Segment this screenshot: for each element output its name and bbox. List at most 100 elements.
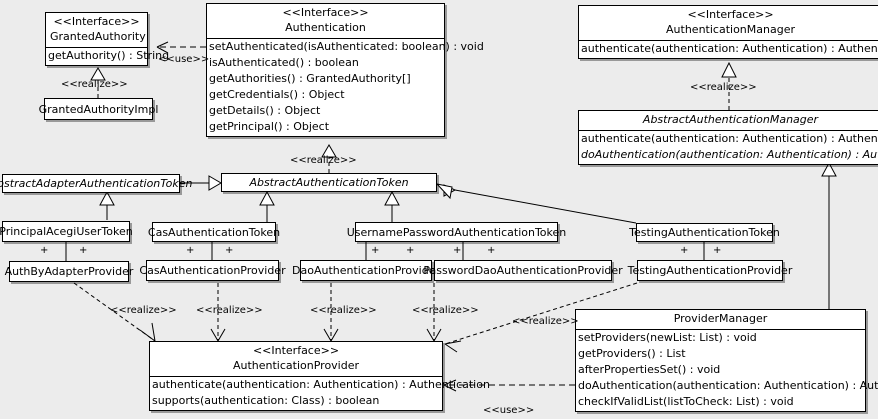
class-name: GrantedAuthorityImpl bbox=[38, 102, 159, 116]
edge-generalization-testingauthenticationtoken bbox=[435, 183, 637, 224]
class-box-abstract-authentication-manager[interactable]: AbstractAuthenticationManager authentica… bbox=[578, 110, 878, 165]
class-box-provider-manager[interactable]: ProviderManager setProviders(newList: Li… bbox=[575, 309, 878, 412]
edge-label-realize-provider-3: <<realize>> bbox=[310, 305, 377, 316]
class-box-authentication-manager[interactable]: <<Interface>> AuthenticationManager auth… bbox=[578, 5, 878, 59]
class-method: getAuthorities() : GrantedAuthority[] bbox=[209, 72, 411, 85]
class-header: <<Interface>> AuthenticationManager bbox=[579, 6, 878, 40]
class-divider bbox=[150, 376, 442, 377]
class-method: getProviders() : List bbox=[578, 347, 686, 360]
class-methods: getAuthority() : String bbox=[46, 48, 170, 65]
edge-generalization-casauthenticationtoken bbox=[259, 190, 275, 222]
edge-label-realize-provider-4: <<realize>> bbox=[412, 305, 479, 316]
class-box-password-dao-authentication-provider[interactable]: PasswordDaoAuthenticationProvider bbox=[423, 260, 623, 281]
class-box-testing-authentication-provider[interactable]: TestingAuthenticationProvider bbox=[628, 260, 792, 281]
class-method: getAuthority() : String bbox=[48, 49, 170, 62]
class-name: AuthenticationManager bbox=[666, 23, 795, 36]
class-methods: authenticate(authentication: Authenticat… bbox=[579, 131, 878, 164]
class-method: authenticate(authentication: Authenticat… bbox=[581, 42, 878, 55]
association-plus-marker: + bbox=[371, 245, 380, 256]
class-stereotype: <<Interface>> bbox=[53, 15, 140, 28]
class-divider bbox=[576, 329, 865, 330]
class-name: AbstractAdapterAuthenticationToken bbox=[0, 177, 193, 190]
class-method: getPrincipal() : Object bbox=[209, 120, 330, 133]
edge-label-realize-provider-5: <<realize>> bbox=[512, 316, 579, 327]
edge-label-use-provider-manager: <<use>> bbox=[483, 405, 535, 416]
class-method: getDetails() : Object bbox=[209, 104, 321, 117]
class-box-granted-authority-impl[interactable]: GrantedAuthorityImpl bbox=[39, 98, 158, 120]
class-method: authenticate(authentication: Authenticat… bbox=[581, 132, 878, 145]
class-name: AbstractAuthenticationManager bbox=[642, 113, 819, 126]
association-plus-marker: + bbox=[40, 245, 49, 256]
class-name: TestingAuthenticationToken bbox=[629, 226, 780, 239]
class-name: ProviderManager bbox=[673, 312, 768, 325]
edge-generalization-principalacegiusertoken bbox=[99, 190, 115, 220]
class-header: AbstractAuthenticationManager bbox=[579, 111, 878, 130]
edge-label-realize-abstract-auth-manager: <<realize>> bbox=[690, 82, 757, 93]
edge-label-realize-provider-1: <<realize>> bbox=[110, 305, 177, 316]
class-box-username-password-authentication-token[interactable]: UsernamePasswordAuthenticationToken bbox=[347, 222, 566, 242]
class-box-cas-authentication-token[interactable]: CasAuthenticationToken bbox=[148, 222, 280, 242]
class-box-principal-acegi-user-token[interactable]: PrincipalAcegiUserToken bbox=[0, 221, 133, 242]
association-plus-marker: + bbox=[186, 245, 195, 256]
class-box-cas-authentication-provider[interactable]: CasAuthenticationProvider bbox=[139, 260, 286, 281]
class-box-dao-authentication-provider[interactable]: DaoAuthenticationProvider bbox=[292, 260, 440, 281]
class-method: authenticate(authentication: Authenticat… bbox=[152, 378, 490, 391]
class-name: UsernamePasswordAuthenticationToken bbox=[346, 225, 567, 239]
class-method: setAuthenticated(isAuthenticated: boolea… bbox=[209, 40, 484, 53]
class-header: ProviderManager bbox=[576, 310, 865, 329]
class-method: afterPropertiesSet() : void bbox=[578, 363, 721, 376]
association-plus-marker: + bbox=[680, 245, 689, 256]
class-method: doAuthentication(authentication: Authent… bbox=[581, 148, 878, 161]
association-plus-marker: + bbox=[713, 245, 722, 256]
class-name: TestingAuthenticationProvider bbox=[627, 264, 793, 277]
class-header: <<Interface>> AuthenticationProvider bbox=[150, 342, 442, 376]
class-name: GrantedAuthority bbox=[50, 30, 146, 43]
class-method: getCredentials() : Object bbox=[209, 88, 345, 101]
class-name: AuthByAdapterProvider bbox=[4, 265, 134, 278]
class-divider bbox=[579, 130, 878, 131]
edge-label-realize-granted-authority: <<realize>> bbox=[61, 79, 128, 90]
edge-label-realize-provider-2: <<realize>> bbox=[196, 305, 263, 316]
class-method: setProviders(newList: List) : void bbox=[578, 331, 757, 344]
edge-generalization-providermanager bbox=[821, 161, 837, 309]
class-divider bbox=[46, 47, 147, 48]
edge-label-realize-abstract-auth-token: <<realize>> bbox=[290, 155, 357, 166]
association-plus-marker: + bbox=[406, 245, 415, 256]
edge-label-use-granted-authority: <<use>> bbox=[158, 54, 210, 65]
class-divider bbox=[579, 40, 878, 41]
class-name: AbstractAuthenticationToken bbox=[249, 176, 409, 189]
class-stereotype: <<Interface>> bbox=[687, 8, 774, 21]
class-divider bbox=[207, 38, 444, 39]
association-plus-marker: + bbox=[487, 245, 496, 256]
class-name: CasAuthenticationToken bbox=[147, 225, 281, 239]
class-name: AuthenticationProvider bbox=[232, 359, 360, 372]
class-name: PasswordDaoAuthenticationProvider bbox=[423, 264, 623, 277]
association-plus-marker: + bbox=[225, 245, 234, 256]
association-plus-marker: + bbox=[79, 245, 88, 256]
class-box-authentication[interactable]: <<Interface>> Authentication setAuthenti… bbox=[206, 3, 484, 137]
class-method: isAuthenticated() : boolean bbox=[209, 56, 359, 69]
class-header: <<Interface>> Authentication bbox=[207, 4, 444, 38]
edge-generalization-usernamepasswordtoken bbox=[384, 190, 400, 222]
class-method: supports(authentication: Class) : boolea… bbox=[152, 394, 380, 407]
class-box-granted-authority[interactable]: <<Interface>> GrantedAuthority getAuthor… bbox=[45, 12, 170, 66]
class-methods: authenticate(authentication: Authenticat… bbox=[150, 377, 490, 410]
class-methods: authenticate(authentication: Authenticat… bbox=[579, 41, 878, 58]
class-box-testing-authentication-token[interactable]: TestingAuthenticationToken bbox=[629, 223, 780, 242]
class-methods: setAuthenticated(isAuthenticated: boolea… bbox=[207, 39, 484, 136]
class-box-auth-by-adapter-provider[interactable]: AuthByAdapterProvider bbox=[5, 261, 133, 282]
class-method: checkIfValidList(listToCheck: List) : vo… bbox=[578, 395, 794, 408]
class-name: Authentication bbox=[285, 21, 366, 34]
class-name: CasAuthenticationProvider bbox=[139, 264, 286, 277]
class-name: DaoAuthenticationProvider bbox=[292, 264, 440, 277]
class-name: PrincipalAcegiUserToken bbox=[0, 225, 133, 238]
class-box-abstract-adapter-authentication-token[interactable]: AbstractAdapterAuthenticationToken bbox=[0, 174, 192, 193]
class-stereotype: <<Interface>> bbox=[282, 6, 369, 19]
class-header: <<Interface>> GrantedAuthority bbox=[46, 13, 147, 47]
class-stereotype: <<Interface>> bbox=[252, 344, 340, 357]
class-box-abstract-authentication-token[interactable]: AbstractAuthenticationToken bbox=[221, 173, 437, 192]
class-box-authentication-provider[interactable]: <<Interface>> AuthenticationProvider aut… bbox=[149, 341, 490, 411]
class-methods: setProviders(newList: List) : void getPr… bbox=[576, 330, 878, 411]
association-plus-marker: + bbox=[453, 245, 462, 256]
